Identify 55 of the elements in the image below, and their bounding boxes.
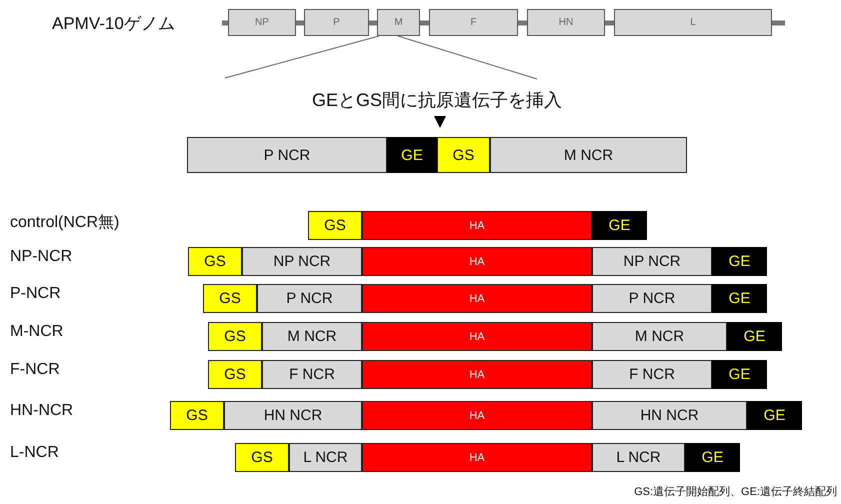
ge-segment: GE [712, 247, 767, 276]
gs-segment: GS [308, 211, 362, 240]
ncr-segment: F NCR [262, 360, 362, 389]
ha-segment: HA [362, 360, 592, 389]
row-label: control(NCR無) [10, 213, 120, 233]
gs-segment: GS [208, 360, 262, 389]
gene-box: M [377, 9, 420, 36]
gene-box: NP [228, 9, 296, 36]
gene-box: F [429, 9, 518, 36]
ncr-segment: P NCR [257, 284, 362, 313]
ha-segment: HA [362, 247, 592, 276]
ncr-segment: M NCR [592, 322, 727, 351]
ncr-segment: NP NCR [242, 247, 362, 276]
ncr-segment: NP NCR [592, 247, 712, 276]
ha-segment: HA [362, 401, 592, 430]
ge-segment: GE [727, 322, 782, 351]
row-label: F-NCR [10, 361, 60, 379]
ha-segment: HA [362, 443, 592, 472]
ncr-segment: P NCR [187, 137, 387, 173]
zoom-line [398, 36, 538, 80]
ncr-segment: HN NCR [224, 401, 362, 430]
ncr-segment: M NCR [262, 322, 362, 351]
ge-segment: GE [592, 211, 647, 240]
gs-segment: GS [203, 284, 257, 313]
gs-segment: GS [188, 247, 242, 276]
insertion-note: GEとGS間に抗原遺伝子を挿入 [312, 89, 562, 112]
gs-segment: GS [170, 401, 224, 430]
row-label: M-NCR [10, 323, 64, 341]
ncr-segment: P NCR [592, 284, 712, 313]
ge-segment: GE [387, 137, 437, 173]
gene-box: L [614, 9, 772, 36]
ncr-segment: F NCR [592, 360, 712, 389]
gene-box: HN [527, 9, 605, 36]
ncr-segment: L NCR [592, 443, 685, 472]
row-label: L-NCR [10, 444, 59, 462]
ge-segment: GE [747, 401, 802, 430]
ncr-segment: M NCR [490, 137, 687, 173]
row-label: HN-NCR [10, 402, 74, 420]
gs-segment: GS [437, 137, 490, 173]
ge-segment: GE [685, 443, 740, 472]
row-label: NP-NCR [10, 248, 72, 266]
ge-segment: GE [712, 284, 767, 313]
ha-segment: HA [362, 284, 592, 313]
footnote: GS:遺伝子開始配列、GE:遺伝子終結配列 [634, 485, 837, 499]
ge-segment: GE [712, 360, 767, 389]
gene-box: P [304, 9, 369, 36]
ha-segment: HA [362, 322, 592, 351]
ha-segment: HA [362, 211, 592, 240]
genome-label: APMV-10ゲノム [52, 13, 175, 35]
row-label: P-NCR [10, 285, 61, 303]
gs-segment: GS [235, 443, 289, 472]
ncr-segment: L NCR [289, 443, 362, 472]
gs-segment: GS [208, 322, 262, 351]
ncr-segment: HN NCR [592, 401, 747, 430]
zoom-line [224, 36, 380, 78]
